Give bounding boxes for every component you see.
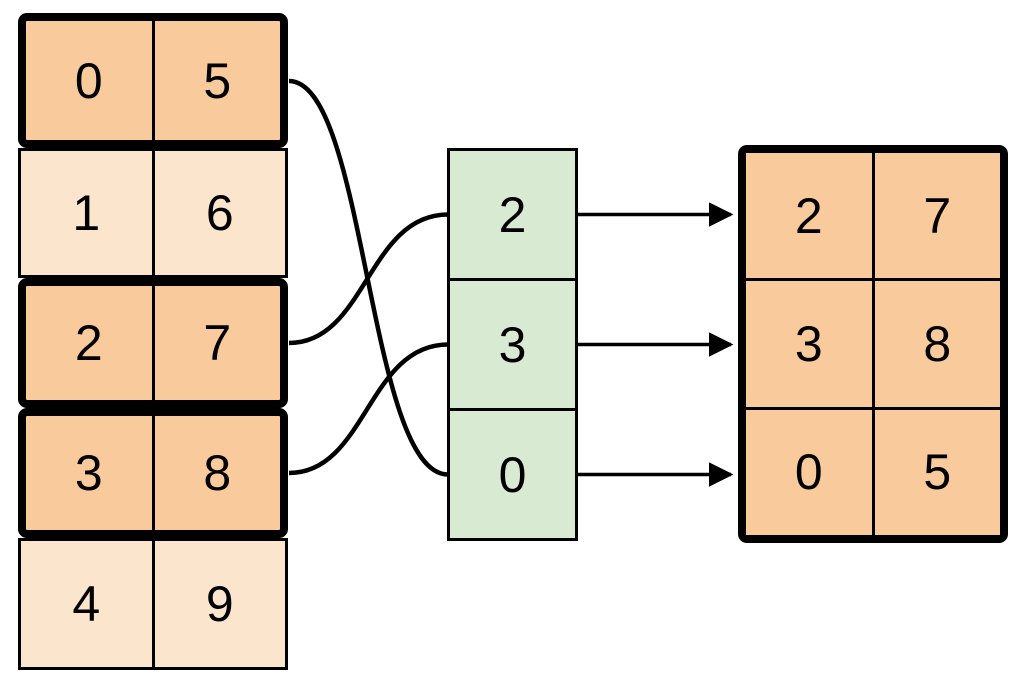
source-cell-r1c1: 6 bbox=[205, 185, 234, 241]
source-cell-r4c0: 4 bbox=[21, 541, 155, 667]
source-row-2: 2 7 bbox=[18, 278, 288, 408]
curve-source-row3-to-index-cell1 bbox=[288, 342, 449, 476]
source-cell-r3c1: 8 bbox=[203, 445, 232, 501]
source-cell-r0c1: 5 bbox=[203, 52, 232, 109]
result-table: 2 7 3 8 0 5 bbox=[738, 145, 1008, 543]
source-row-1: 1 6 bbox=[18, 148, 288, 278]
result-cell-r2c0: 0 bbox=[746, 409, 872, 535]
source-cell-r1c0: 1 bbox=[21, 151, 155, 275]
index-cell-1: 3 bbox=[450, 281, 575, 408]
result-cell-r2c1: 5 bbox=[874, 409, 1000, 535]
result-cell-r1c1: 8 bbox=[874, 281, 1000, 407]
source-cell-r2c1: 7 bbox=[203, 315, 232, 371]
curve-source-row0-to-index-cell2 bbox=[288, 78, 449, 477]
source-cell-r2c0: 2 bbox=[26, 286, 155, 400]
result-cell-r0c0: 2 bbox=[746, 153, 872, 279]
index-cell-0: 2 bbox=[450, 151, 575, 278]
source-row-4: 4 9 bbox=[18, 538, 288, 670]
source-cell-r4c1: 9 bbox=[205, 576, 234, 632]
index-array: 2 3 0 bbox=[447, 148, 578, 541]
source-row-3: 3 8 bbox=[18, 408, 288, 538]
source-row-0: 0 5 bbox=[18, 13, 288, 148]
curve-source-row2-to-index-cell0 bbox=[288, 212, 449, 346]
source-cell-r0c0: 0 bbox=[26, 21, 155, 140]
result-cell-r0c1: 7 bbox=[874, 153, 1000, 279]
source-cell-r3c0: 3 bbox=[26, 416, 155, 530]
index-cell-2: 0 bbox=[450, 411, 575, 538]
result-cell-r1c0: 3 bbox=[746, 281, 872, 407]
